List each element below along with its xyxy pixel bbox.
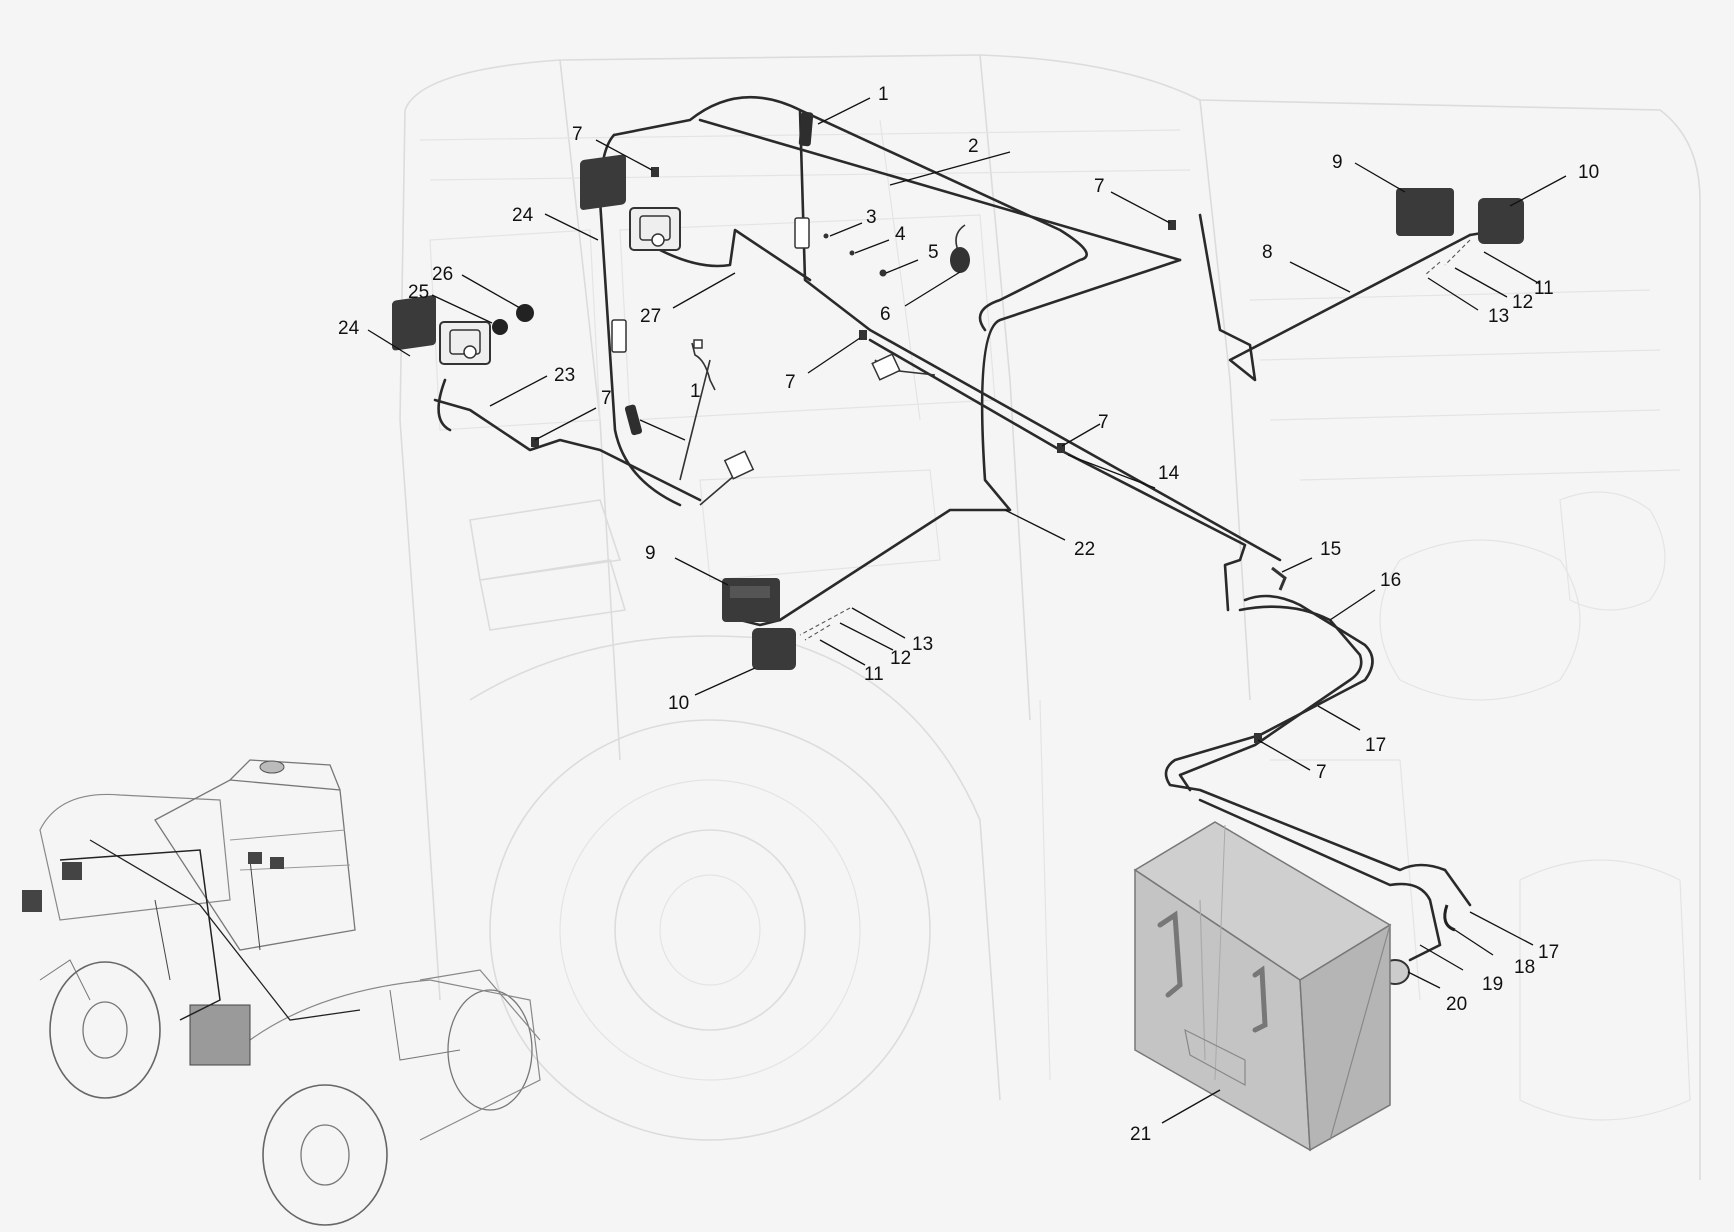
callout-23: 23: [554, 365, 575, 386]
callout-4: 4: [895, 224, 906, 245]
callout-19: 19: [1482, 974, 1503, 995]
work-light-lower: [392, 295, 436, 351]
harness-roof: [612, 95, 1088, 332]
callout-7b: 7: [1094, 176, 1105, 197]
callouts: 1 1 2 3 4 5 6 7 7 7 7 7 7 8 9 9 10 10 11…: [338, 84, 1599, 1145]
fuse-holder-left: [624, 404, 643, 436]
callout-25: 25: [408, 282, 429, 303]
callout-17b: 17: [1538, 942, 1559, 963]
callout-20: 20: [1446, 994, 1467, 1015]
callout-18: 18: [1514, 957, 1535, 978]
rear-light-10-left: [752, 628, 796, 670]
callout-22: 22: [1074, 539, 1095, 560]
components: [392, 111, 1524, 985]
callout-26: 26: [432, 264, 453, 285]
callout-24a: 24: [512, 205, 534, 226]
work-light-lower-lens: [439, 321, 491, 365]
callout-10b: 10: [668, 693, 689, 714]
rear-light-9-left: [722, 578, 780, 622]
rear-light-9-right: [1396, 188, 1454, 236]
work-light-upper: [580, 154, 626, 210]
callout-6: 6: [880, 304, 891, 325]
callout-21: 21: [1130, 1124, 1151, 1145]
callout-7c: 7: [785, 372, 796, 393]
callout-12b: 12: [890, 648, 911, 669]
callout-3: 3: [866, 207, 877, 228]
callout-5: 5: [928, 242, 939, 263]
callout-7f: 7: [1316, 762, 1327, 783]
callout-8: 8: [1262, 242, 1273, 263]
harness-8: [1198, 213, 1472, 382]
callout-14: 14: [1158, 463, 1180, 484]
callout-1a: 1: [878, 84, 889, 105]
grommet: [950, 247, 970, 273]
callout-16: 16: [1380, 570, 1401, 591]
callout-17a: 17: [1365, 735, 1386, 756]
callout-15: 15: [1320, 539, 1341, 560]
callout-24b: 24: [338, 318, 360, 339]
callout-11a: 11: [1534, 278, 1554, 299]
vehicle-outline-background: [399, 54, 1701, 1180]
indicator-lamp-26: [516, 304, 534, 322]
fuse-holder-top: [798, 111, 814, 147]
callout-13a: 13: [1488, 306, 1509, 327]
battery-box: [1133, 821, 1392, 1152]
harness-left: [433, 398, 702, 502]
rear-light-10-right: [1478, 198, 1524, 244]
callout-9b: 9: [645, 543, 656, 564]
callout-12a: 12: [1512, 292, 1533, 313]
callout-27: 27: [640, 306, 661, 327]
harness-16-17: [1164, 594, 1472, 907]
callout-7d: 7: [601, 388, 612, 409]
callout-11b: 11: [864, 664, 884, 685]
callout-7e: 7: [1098, 412, 1109, 433]
callout-9a: 9: [1332, 152, 1343, 173]
wiring-harness: [433, 95, 1502, 962]
tractor-overview-inset: [22, 759, 541, 1226]
callout-13b: 13: [912, 634, 933, 655]
callout-2: 2: [968, 136, 979, 157]
indicator-lamp-25: [492, 319, 508, 335]
callout-1b: 1: [690, 381, 701, 402]
callout-7a: 7: [572, 124, 583, 145]
harness-14: [868, 338, 1247, 612]
callout-10a: 10: [1578, 162, 1599, 183]
